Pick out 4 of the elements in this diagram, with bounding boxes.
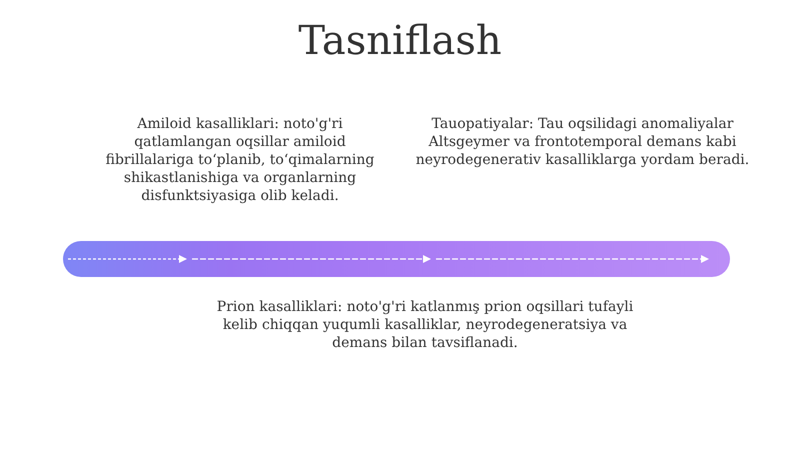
title: Tasniflash [297, 18, 503, 64]
description-text: Amiloid kasalliklari: noto'g'ri qatlamlangan oqsillar amiloid fibrillalariga to‘planib, to‘qimalarning shikastlanishiga va organlarning disfunktsiyasiga olib keladi. [104, 115, 376, 205]
description-text: Prion kasalliklari: noto'g'ri katlanmış prion oqsillari tufayli kelib chiqqan yuqumli kasalliklar, neyrodegeneratsiya va demans bilan tavsiflanadi. [216, 298, 634, 352]
description-text: Tauopatiyalar: Tau oqsilidagi anomaliyalar Altsgeymer va frontotemporal demans kabi neyrodegenerativ kasalliklarga yordam beradi. [414, 115, 750, 169]
